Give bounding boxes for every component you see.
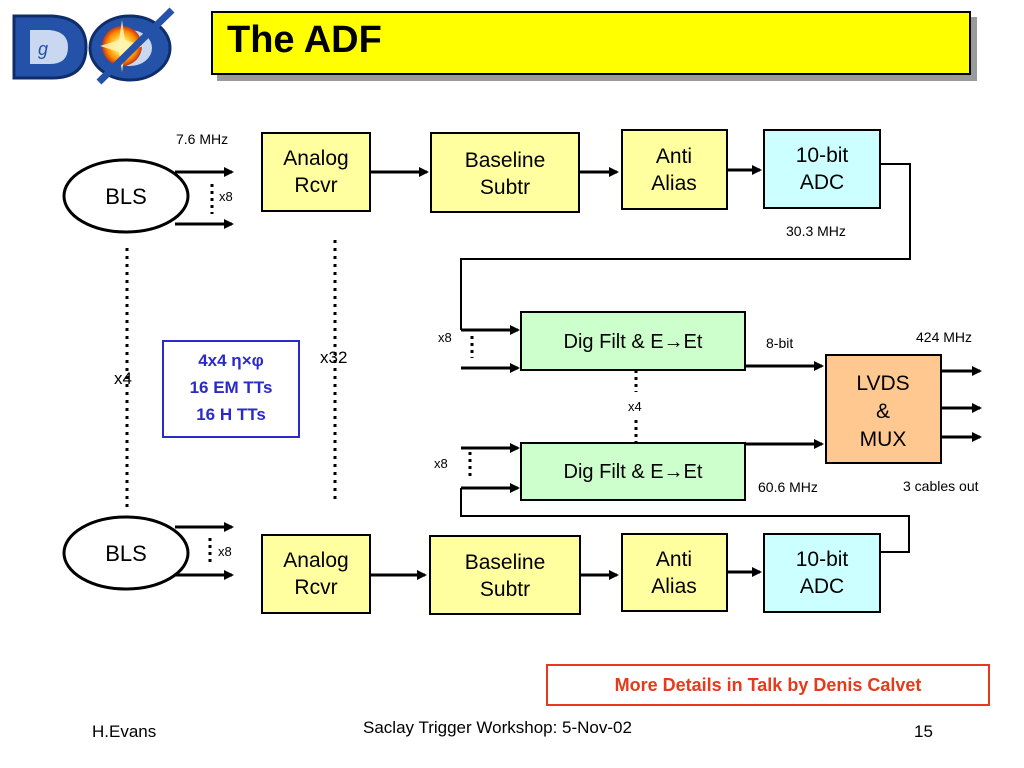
- count-box-l1: 4x4 η×φ: [198, 351, 264, 370]
- baseline-subtr-top: [430, 132, 580, 213]
- dig-bits-label: 8-bit: [766, 335, 793, 351]
- bls-top-node: [62, 158, 190, 234]
- top-fanout-label: x8: [219, 189, 233, 204]
- analog-top-l2: Rcvr: [294, 174, 337, 197]
- adc-bottom: [763, 533, 881, 613]
- bls-top-label: BLS: [105, 184, 147, 209]
- count-box-l2: 16 EM TTs: [190, 378, 273, 397]
- lvds-l2: &: [876, 400, 890, 423]
- lvds-l3: MUX: [860, 428, 907, 451]
- baseline-bottom-l1: Baseline: [465, 551, 546, 574]
- analog-bottom-l1: Analog: [283, 549, 348, 572]
- adc-top-l2: ADC: [800, 171, 844, 194]
- d0-logo: g: [4, 6, 194, 93]
- top-freq-label: 7.6 MHz: [176, 131, 228, 147]
- lvds-cables-label: 3 cables out: [903, 478, 979, 494]
- bottom-fanout-label: x8: [218, 544, 232, 559]
- baseline-subtr-bottom: [429, 535, 581, 615]
- bls-bottom-node: [62, 515, 190, 591]
- more-details-note: More Details in Talk by Denis Calvet: [546, 664, 990, 706]
- analog-bottom-l2: Rcvr: [294, 576, 337, 599]
- dig-filt-bottom: [520, 442, 746, 501]
- more-details-text: More Details in Talk by Denis Calvet: [614, 674, 922, 695]
- adc-top: [763, 129, 881, 209]
- lvds-freq-label: 424 MHz: [916, 329, 972, 345]
- trigger-tower-count-box: [162, 340, 300, 438]
- baseline-top-l2: Subtr: [480, 176, 530, 199]
- lvds-l1: LVDS: [856, 372, 909, 395]
- antialias-top-l2: Alias: [651, 172, 697, 195]
- analog-rcvr-bottom: [261, 534, 371, 614]
- antialias-bottom-l2: Alias: [651, 575, 697, 598]
- adc-bottom-l1: 10-bit: [796, 548, 849, 571]
- antialias-bottom-l1: Anti: [656, 548, 692, 571]
- adc-top-l1: 10-bit: [796, 144, 849, 167]
- dig-top-fanin-label: x8: [438, 330, 452, 345]
- anti-alias-bottom: [621, 533, 728, 612]
- svg-text:g: g: [38, 39, 48, 59]
- footer-page-number: 15: [914, 722, 933, 741]
- dig-bottom-fanin-label: x8: [434, 456, 448, 471]
- title-bar: The ADF: [211, 11, 971, 75]
- baseline-bottom-l2: Subtr: [480, 578, 530, 601]
- dig-filt-top-label: Dig Filt & E→Et: [564, 331, 703, 353]
- baseline-top-l1: Baseline: [465, 149, 546, 172]
- dig-freq-label: 60.6 MHz: [758, 479, 818, 495]
- dig-filt-bottom-label: Dig Filt & E→Et: [564, 461, 703, 483]
- adc-bottom-l2: ADC: [800, 575, 844, 598]
- bls-repeat-label: x4: [114, 369, 132, 388]
- analog-top-l1: Analog: [283, 147, 348, 170]
- page-title: The ADF: [227, 19, 382, 61]
- rcvr-repeat-label: x32: [320, 348, 347, 367]
- dig-filt-top: [520, 311, 746, 371]
- lvds-mux-block: [825, 354, 942, 464]
- analog-rcvr-top: [261, 132, 371, 212]
- footer-author: H.Evans: [92, 722, 157, 741]
- adc-freq-label: 30.3 MHz: [786, 223, 846, 239]
- antialias-top-l1: Anti: [656, 145, 692, 168]
- footer-event: Saclay Trigger Workshop: 5-Nov-02: [363, 718, 632, 737]
- anti-alias-top: [621, 129, 728, 210]
- bls-bottom-label: BLS: [105, 541, 147, 566]
- dig-repeat-label: x4: [628, 399, 642, 414]
- count-box-l3: 16 H TTs: [196, 405, 266, 424]
